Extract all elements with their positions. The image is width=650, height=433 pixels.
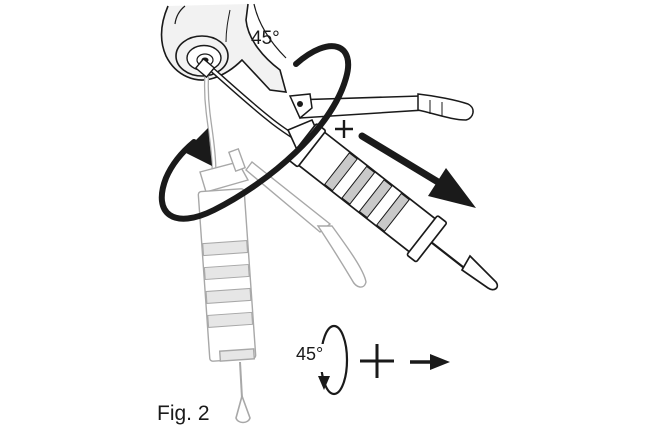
angle-label-legend: 45°	[296, 344, 324, 364]
plus-sign-legend	[360, 344, 394, 378]
legend-arrow-icon	[410, 354, 450, 370]
rotation-arrow-icon	[158, 43, 352, 222]
push-arrow-icon	[358, 132, 476, 208]
grease-gun-active	[194, 57, 499, 291]
legend-rotation-icon	[318, 324, 349, 396]
grease-gun-initial-position	[197, 69, 367, 424]
figure-caption: Fig. 2	[157, 402, 210, 425]
plus-sign-top	[335, 120, 353, 138]
gear-housing	[160, 3, 288, 93]
angle-label-top: 45°	[251, 28, 280, 49]
